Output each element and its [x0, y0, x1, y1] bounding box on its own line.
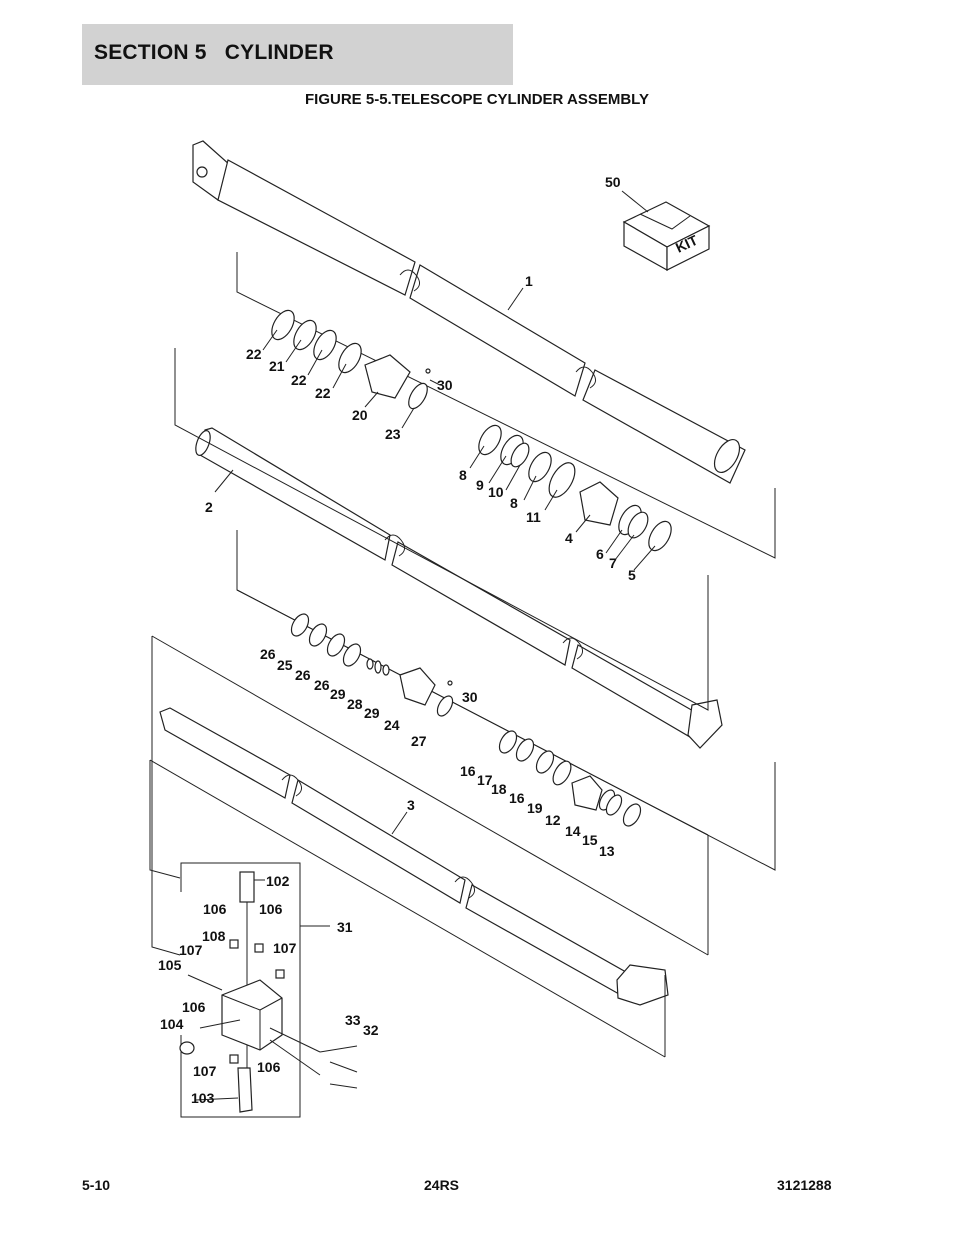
figure-title: FIGURE 5-5.TELESCOPE CYLINDER ASSEMBLY [305, 91, 649, 108]
callout-50: 50 [605, 174, 621, 190]
callout-106: 106 [259, 901, 283, 917]
callout-7: 7 [609, 555, 617, 571]
callout-17: 17 [477, 772, 493, 788]
callout-5: 5 [628, 567, 636, 583]
callout-18: 18 [491, 781, 507, 797]
callout-106: 106 [203, 901, 227, 917]
callout-27: 27 [411, 733, 427, 749]
callout-20: 20 [352, 407, 368, 423]
callout-13: 13 [599, 843, 615, 859]
callout-14: 14 [565, 823, 581, 839]
section-header: SECTION 5 CYLINDER [82, 24, 513, 85]
callout-106: 106 [257, 1059, 281, 1075]
callout-24: 24 [384, 717, 400, 733]
callout-30: 30 [462, 689, 478, 705]
callout-106: 106 [182, 999, 206, 1015]
callout-107: 107 [179, 942, 203, 958]
model-name: 24RS [424, 1177, 460, 1193]
callout-16: 16 [460, 763, 476, 779]
callout-30: 30 [437, 377, 453, 393]
callout-4: 4 [565, 530, 573, 546]
callout-21: 21 [269, 358, 285, 374]
document-number: 3121288 [777, 1177, 832, 1193]
callout-9: 9 [476, 477, 484, 493]
kit-box: KIT [621, 190, 711, 272]
callout-3: 3 [407, 797, 415, 813]
callout-8: 8 [510, 495, 518, 511]
callout-10: 10 [488, 484, 504, 500]
callout-2: 2 [205, 499, 213, 515]
callout-103: 103 [191, 1090, 215, 1106]
callout-102: 102 [266, 873, 290, 889]
page-number: 5-10 [82, 1177, 111, 1193]
callout-labels: 50 1 2 3 22 21 22 22 20 30 23 8 9 10 8 1… [158, 174, 636, 1106]
callout-6: 6 [596, 546, 604, 562]
callout-105: 105 [158, 957, 182, 973]
callout-26: 26 [295, 667, 311, 683]
callout-29: 29 [330, 686, 346, 702]
callout-8: 8 [459, 467, 467, 483]
section-title: SECTION 5 CYLINDER [94, 41, 334, 64]
callout-107: 107 [193, 1063, 217, 1079]
valve-block-assembly [179, 862, 358, 1118]
callout-22: 22 [246, 346, 262, 362]
barrel-assembly [192, 140, 776, 559]
callout-23: 23 [385, 426, 401, 442]
callout-19: 19 [527, 800, 543, 816]
callout-31: 31 [337, 919, 353, 935]
callout-108: 108 [202, 928, 226, 944]
callout-22: 22 [291, 372, 307, 388]
stage-seals [290, 613, 642, 827]
callout-107: 107 [273, 940, 297, 956]
callout-1: 1 [525, 273, 533, 289]
callout-29: 29 [364, 705, 380, 721]
callout-15: 15 [582, 832, 598, 848]
callout-28: 28 [347, 696, 363, 712]
barrel-seals [262, 309, 672, 571]
callout-16: 16 [509, 790, 525, 806]
callout-12: 12 [545, 812, 561, 828]
callout-33: 33 [345, 1012, 361, 1028]
callout-11: 11 [526, 509, 541, 525]
callout-104: 104 [160, 1016, 184, 1032]
cylinder-rod [149, 635, 709, 1058]
callout-25: 25 [277, 657, 293, 673]
callout-32: 32 [363, 1022, 379, 1038]
callout-22: 22 [315, 385, 331, 401]
callout-26: 26 [260, 646, 276, 662]
callout-26: 26 [314, 677, 330, 693]
